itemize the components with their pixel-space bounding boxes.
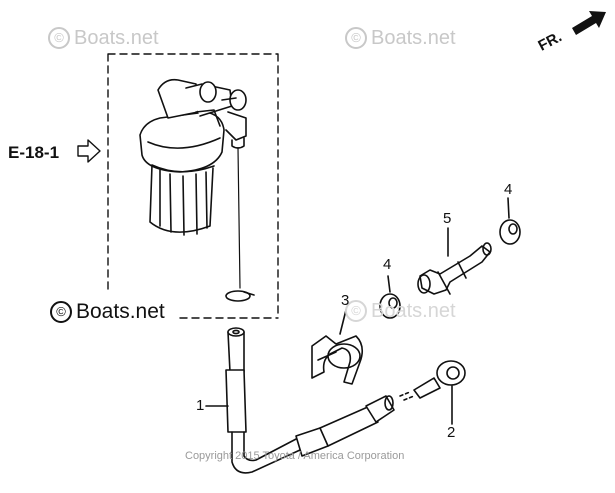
reference-label[interactable]: E-18-1: [8, 143, 60, 162]
washer-left: [379, 293, 401, 319]
fuel-hose: [225, 327, 395, 474]
watermark-main: ©Boats.net: [50, 300, 165, 324]
copyright-text: Copyright 2015 Toyota / America Corporat…: [185, 450, 405, 462]
callout-5[interactable]: 5: [443, 210, 452, 227]
leader-4b: [507, 197, 510, 219]
fuel-filter: [139, 78, 247, 236]
washer-right: [499, 219, 521, 245]
assembly-dashed-box: [107, 53, 279, 319]
small-clip: [225, 290, 251, 302]
callout-4a[interactable]: 4: [383, 256, 392, 273]
eye-fitting: [399, 360, 466, 401]
hose-clamp: [311, 335, 364, 385]
watermark-mid-right: ©Boats.net: [345, 300, 456, 323]
callout-3[interactable]: 3: [341, 292, 350, 309]
hose-joint: [417, 242, 492, 295]
watermark-top-left: ©Boats.net: [48, 27, 159, 50]
callout-2[interactable]: 2: [447, 424, 456, 441]
watermark-top-center: ©Boats.net: [345, 27, 456, 50]
ref-arrow-icon: [77, 139, 101, 163]
fr-arrow-icon: [572, 11, 606, 35]
leader-filter-clip: [237, 147, 241, 289]
callout-1[interactable]: 1: [196, 397, 205, 414]
callout-4b[interactable]: 4: [504, 181, 513, 198]
leader-4a: [387, 275, 391, 293]
